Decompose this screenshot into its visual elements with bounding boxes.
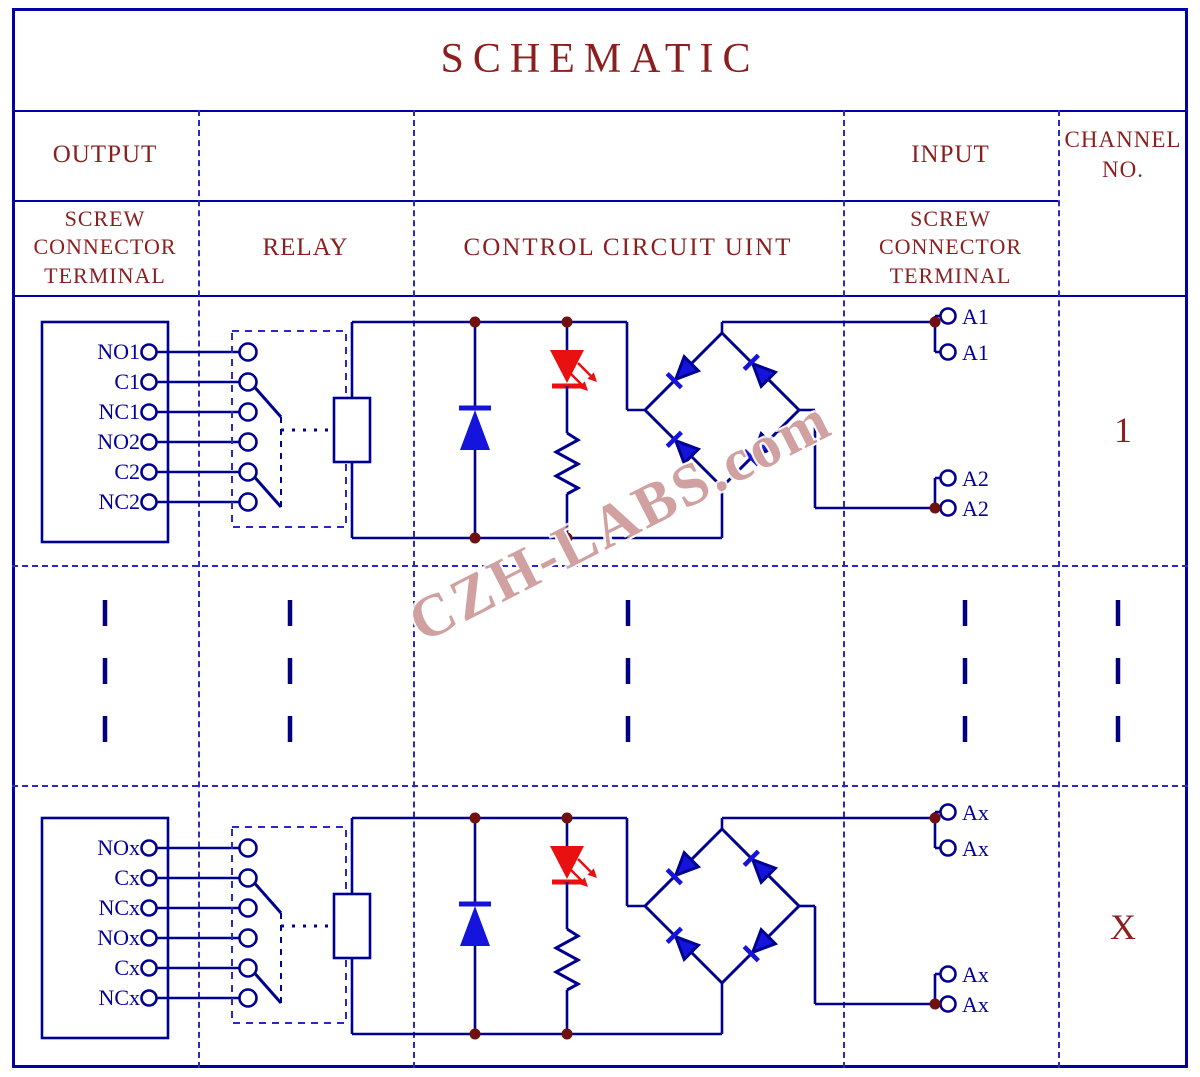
terminal-label: NC2 bbox=[98, 489, 140, 514]
header-output-screw-terminal: SCREW CONNECTOR TERMINAL bbox=[12, 200, 198, 295]
column-divider-2 bbox=[413, 110, 415, 1068]
terminal-label: NCx bbox=[98, 985, 140, 1010]
header-input-screw-terminal: SCREW CONNECTOR TERMINAL bbox=[843, 200, 1058, 295]
header-relay: RELAY bbox=[262, 233, 349, 261]
input-terminal-label: Ax bbox=[962, 836, 989, 861]
header-channel-line2: NO. bbox=[1102, 157, 1144, 182]
terminal-label: NC1 bbox=[98, 399, 140, 424]
channel-x-number: X bbox=[1110, 906, 1136, 947]
channel-1-labels: NO1 C1 NC1 NO2 C2 NC2 A1 A1 A2 A2 bbox=[97, 304, 989, 521]
header-control-circuit: CONTROL CIRCUIT UINT bbox=[463, 233, 793, 261]
column-divider-1 bbox=[198, 110, 200, 1068]
input-terminal-label: A1 bbox=[962, 340, 989, 365]
header-channel-line1: CHANNEL bbox=[1064, 127, 1182, 153]
column-divider-4 bbox=[1058, 110, 1060, 1068]
connector-line: CONNECTOR bbox=[878, 234, 1023, 260]
terminal-label: Cx bbox=[114, 955, 140, 980]
channel-1-circuit bbox=[42, 309, 956, 544]
header-output: OUTPUT bbox=[52, 141, 158, 168]
channel-1-number: 1 bbox=[1114, 410, 1132, 450]
screw-line: SCREW bbox=[64, 205, 146, 231]
connector-line: CONNECTOR bbox=[33, 234, 177, 260]
channel-x-labels: NOx Cx NCx NOx Cx NCx Ax Ax Ax Ax bbox=[97, 800, 989, 1017]
title-divider-line bbox=[12, 110, 1188, 112]
terminal-label: Cx bbox=[114, 865, 140, 890]
terminal-label: NO2 bbox=[97, 429, 140, 454]
screw-line: SCREW bbox=[910, 205, 991, 231]
input-terminal-label: A1 bbox=[962, 304, 989, 329]
terminal-label: NOx bbox=[97, 835, 140, 860]
input-terminal-label: A2 bbox=[962, 466, 989, 491]
terminal-line: TERMINAL bbox=[44, 262, 166, 288]
header-divider-line bbox=[12, 200, 1058, 202]
input-terminal-label: Ax bbox=[962, 992, 989, 1017]
channel-x-circuit bbox=[42, 805, 956, 1040]
terminal-label: C1 bbox=[114, 369, 140, 394]
input-terminal-label: A2 bbox=[962, 496, 989, 521]
page-title: SCHEMATIC bbox=[440, 36, 760, 82]
terminal-line: TERMINAL bbox=[889, 262, 1012, 288]
terminal-label: C2 bbox=[114, 459, 140, 484]
column-divider-3 bbox=[843, 110, 845, 1068]
header-bottom-line bbox=[12, 295, 1188, 297]
terminal-label: NOx bbox=[97, 925, 140, 950]
outer-border bbox=[12, 8, 1188, 1068]
terminal-label: NCx bbox=[98, 895, 140, 920]
row-divider-dashed-top bbox=[12, 565, 1188, 567]
input-terminal-label: Ax bbox=[962, 962, 989, 987]
header-input: INPUT bbox=[911, 141, 990, 168]
input-terminal-label: Ax bbox=[962, 800, 989, 825]
terminal-label: NO1 bbox=[97, 339, 140, 364]
continuation-dashes bbox=[102, 600, 1121, 752]
row-divider-dashed-bottom bbox=[12, 785, 1188, 787]
header-channel-no: CHANNEL NO. bbox=[1058, 110, 1188, 200]
